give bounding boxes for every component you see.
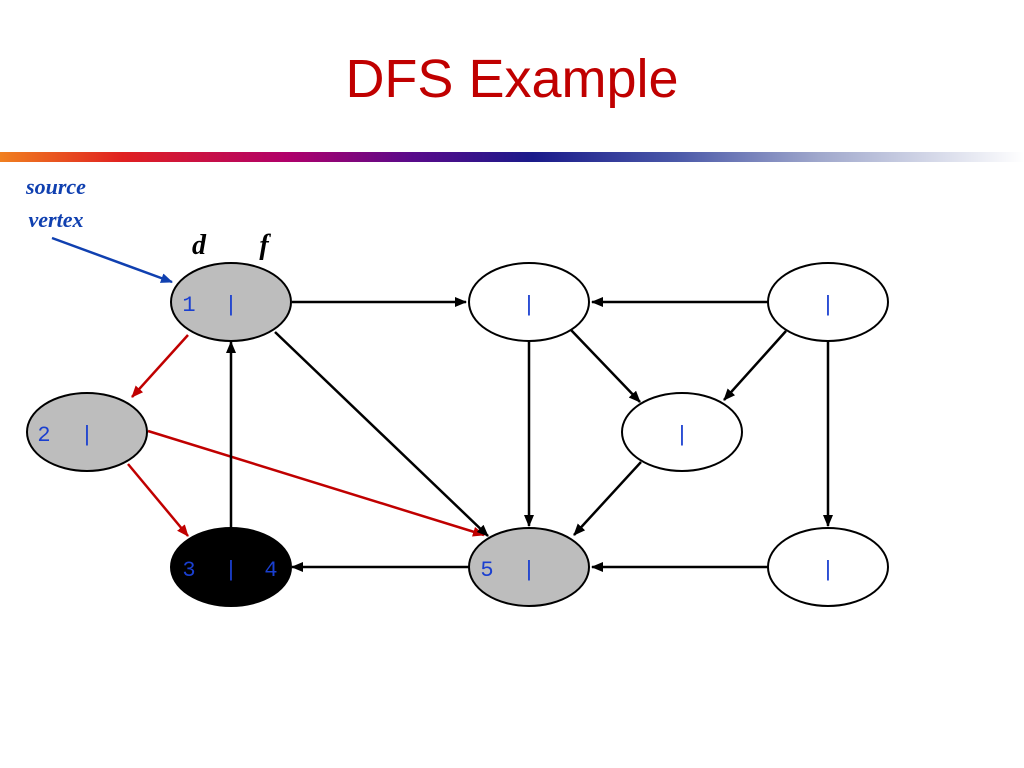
annotation-line2: vertex bbox=[29, 207, 84, 232]
header-d: d bbox=[192, 230, 207, 261]
node-8-sep: | bbox=[821, 558, 834, 583]
edge-2-5 bbox=[147, 429, 485, 537]
node-8: | bbox=[767, 527, 889, 607]
edge-4-7 bbox=[570, 329, 641, 403]
annotation-line1: source bbox=[25, 174, 86, 199]
node-5: 5 | bbox=[468, 527, 590, 607]
node-4-sep: | bbox=[522, 293, 535, 318]
node-8-shape bbox=[767, 527, 889, 607]
node-3-d: 3 bbox=[182, 558, 195, 583]
node-2: 2 | bbox=[26, 392, 148, 472]
node-1: 1 | bbox=[170, 262, 292, 342]
node-2-shape bbox=[26, 392, 148, 472]
node-2-sep: | bbox=[80, 423, 93, 448]
node-1-shape bbox=[170, 262, 292, 342]
node-6-shape bbox=[767, 262, 889, 342]
source-pointer-arrow bbox=[51, 236, 173, 284]
node-2-d: 2 bbox=[37, 423, 50, 448]
node-7-sep: | bbox=[675, 423, 688, 448]
edge-1-5 bbox=[274, 331, 489, 537]
node-4: | bbox=[468, 262, 590, 342]
node-3-f: 4 bbox=[264, 558, 277, 583]
node-7-shape bbox=[621, 392, 743, 472]
edge-7-5 bbox=[573, 461, 642, 536]
node-3-shape bbox=[170, 527, 292, 607]
edge-1-2 bbox=[131, 334, 189, 398]
header-f: f bbox=[259, 230, 271, 261]
node-3: 3 | 4 bbox=[170, 527, 292, 607]
node-7: | bbox=[621, 392, 743, 472]
node-4-shape bbox=[468, 262, 590, 342]
node-1-d: 1 bbox=[182, 293, 195, 318]
node-3-sep: | bbox=[224, 558, 237, 583]
node-6-sep: | bbox=[821, 293, 834, 318]
slide-title: DFS Example bbox=[345, 49, 679, 109]
edge-2-3 bbox=[127, 463, 189, 537]
node-6: | bbox=[767, 262, 889, 342]
edge-6-7 bbox=[723, 330, 787, 401]
node-5-d: 5 bbox=[480, 558, 493, 583]
node-1-sep: | bbox=[224, 293, 237, 318]
node-5-sep: | bbox=[522, 558, 535, 583]
node-5-shape bbox=[468, 527, 590, 607]
title-divider bbox=[0, 152, 1024, 162]
